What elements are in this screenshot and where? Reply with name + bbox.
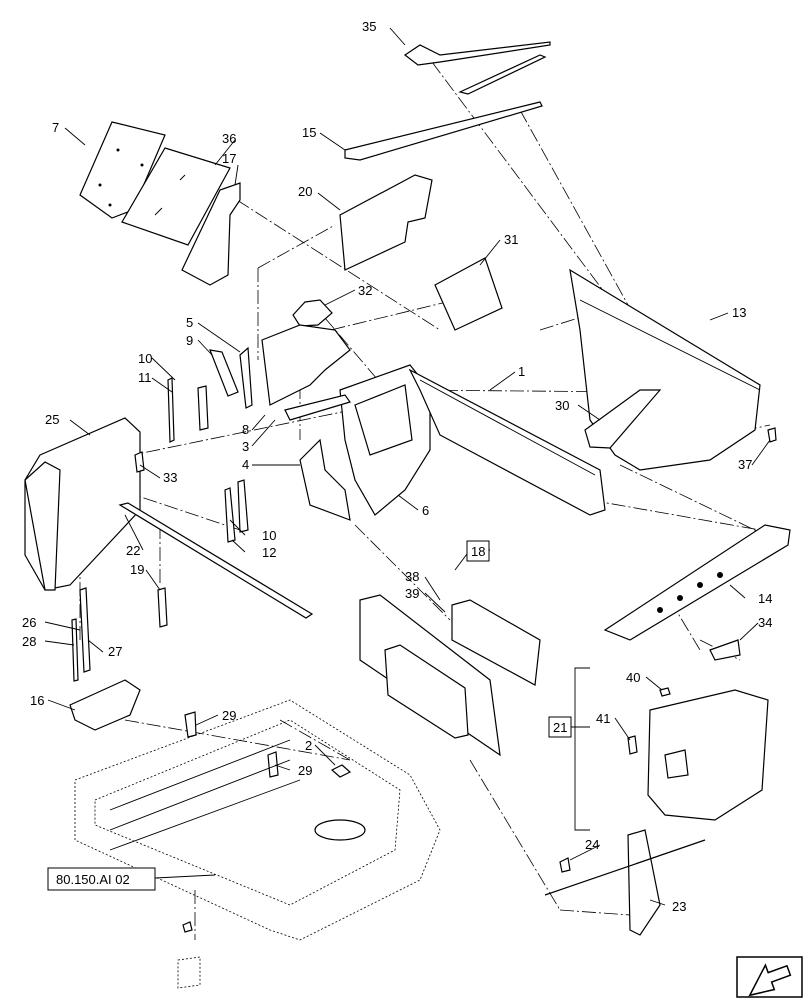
part-31-plate <box>434 257 503 331</box>
callout-31: 31 <box>504 232 518 247</box>
callout-18-box <box>466 540 490 562</box>
part-10-strip <box>197 385 209 431</box>
callout-23: 23 <box>672 899 686 914</box>
callout-3: 3 <box>242 439 249 454</box>
leader-lines <box>44 27 771 906</box>
part-15-strip <box>344 101 543 161</box>
part-10b-strip <box>237 479 249 533</box>
callout-39: 39 <box>405 586 419 601</box>
part-28-strip <box>71 618 79 682</box>
part-6-center-housing <box>284 364 431 516</box>
callout-6: 6 <box>422 503 429 518</box>
callout-36: 36 <box>222 131 236 146</box>
part-35-rail <box>403 41 551 95</box>
callout-30: 30 <box>555 398 569 413</box>
hardware-bolt <box>182 921 193 933</box>
part-1-frame <box>408 368 606 516</box>
part-14-bar <box>603 524 791 641</box>
part-22-rail <box>118 502 314 619</box>
part-18-door <box>359 594 541 757</box>
callout-labels: 35 15 7 36 17 20 31 32 13 5 9 10 11 1 30… <box>22 19 772 914</box>
part-20-panel <box>339 174 433 271</box>
callout-24: 24 <box>585 837 599 852</box>
part-9-bracket <box>209 349 239 397</box>
part-8-panel <box>261 324 351 406</box>
part-34-clip <box>709 639 741 661</box>
part-29-clip-b <box>267 751 279 778</box>
part-11-strip <box>167 377 175 443</box>
part-25-box <box>24 417 141 591</box>
part-17-bracket <box>181 182 241 286</box>
part-19-bracket <box>157 587 168 628</box>
callout-41: 41 <box>596 711 610 726</box>
callout-33: 33 <box>163 470 177 485</box>
callout-17: 17 <box>222 151 236 166</box>
callout-14: 14 <box>758 591 772 606</box>
part-30-panel <box>584 389 662 449</box>
callout-20: 20 <box>298 184 312 199</box>
arrow-icon[interactable] <box>736 956 803 998</box>
callout-40: 40 <box>626 670 640 685</box>
callout-16: 16 <box>30 693 44 708</box>
part-5-bracket <box>239 346 253 409</box>
part-26-strip <box>79 587 91 673</box>
callout-9: 9 <box>186 333 193 348</box>
part-21-cover <box>647 689 769 821</box>
callout-22: 22 <box>126 543 140 558</box>
part-33-bracket <box>134 451 145 473</box>
callout-7: 7 <box>52 120 59 135</box>
part-29-clip-a <box>184 711 197 738</box>
callout-19: 19 <box>130 562 144 577</box>
part-12-strip <box>224 487 236 543</box>
callout-38: 38 <box>405 569 419 584</box>
callout-35: 35 <box>362 19 376 34</box>
callout-18: 18 <box>471 544 485 559</box>
reference-label[interactable]: 80.150.AI 02 <box>56 872 130 887</box>
callout-13: 13 <box>732 305 746 320</box>
part-16-hitch <box>69 679 141 731</box>
callout-5: 5 <box>186 315 193 330</box>
callout-2: 2 <box>305 738 312 753</box>
part-37-bolt <box>767 427 777 443</box>
callout-10b: 10 <box>262 528 276 543</box>
callout-28: 28 <box>22 634 36 649</box>
callout-8: 8 <box>242 422 249 437</box>
part-4-plate <box>299 438 351 521</box>
part-23-tube <box>544 829 706 936</box>
callout-11: 11 <box>138 370 152 385</box>
callout-37: 37 <box>738 457 752 472</box>
callout-21: 21 <box>553 720 567 735</box>
part-32-cap <box>292 299 333 327</box>
part-36-panel <box>121 147 231 246</box>
callout-15: 15 <box>302 125 316 140</box>
hardware-plate <box>177 956 201 989</box>
callout-27: 27 <box>108 644 122 659</box>
callout-26: 26 <box>22 615 36 630</box>
callout-29a: 29 <box>222 708 236 723</box>
header-assembly <box>74 699 441 941</box>
callout-34: 34 <box>758 615 772 630</box>
part-24-pin <box>559 857 571 873</box>
callout-32: 32 <box>358 283 372 298</box>
part-41-clip <box>627 735 638 755</box>
callout-25: 25 <box>45 412 59 427</box>
callout-10a: 10 <box>138 351 152 366</box>
callout-1: 1 <box>518 364 525 379</box>
callout-4: 4 <box>242 457 249 472</box>
part-2-plate <box>330 764 352 778</box>
part-40-nut <box>659 687 671 697</box>
reference-box[interactable] <box>47 867 156 891</box>
part-7-panel <box>79 121 166 219</box>
callout-29b: 29 <box>298 763 312 778</box>
callout-12: 12 <box>262 545 276 560</box>
